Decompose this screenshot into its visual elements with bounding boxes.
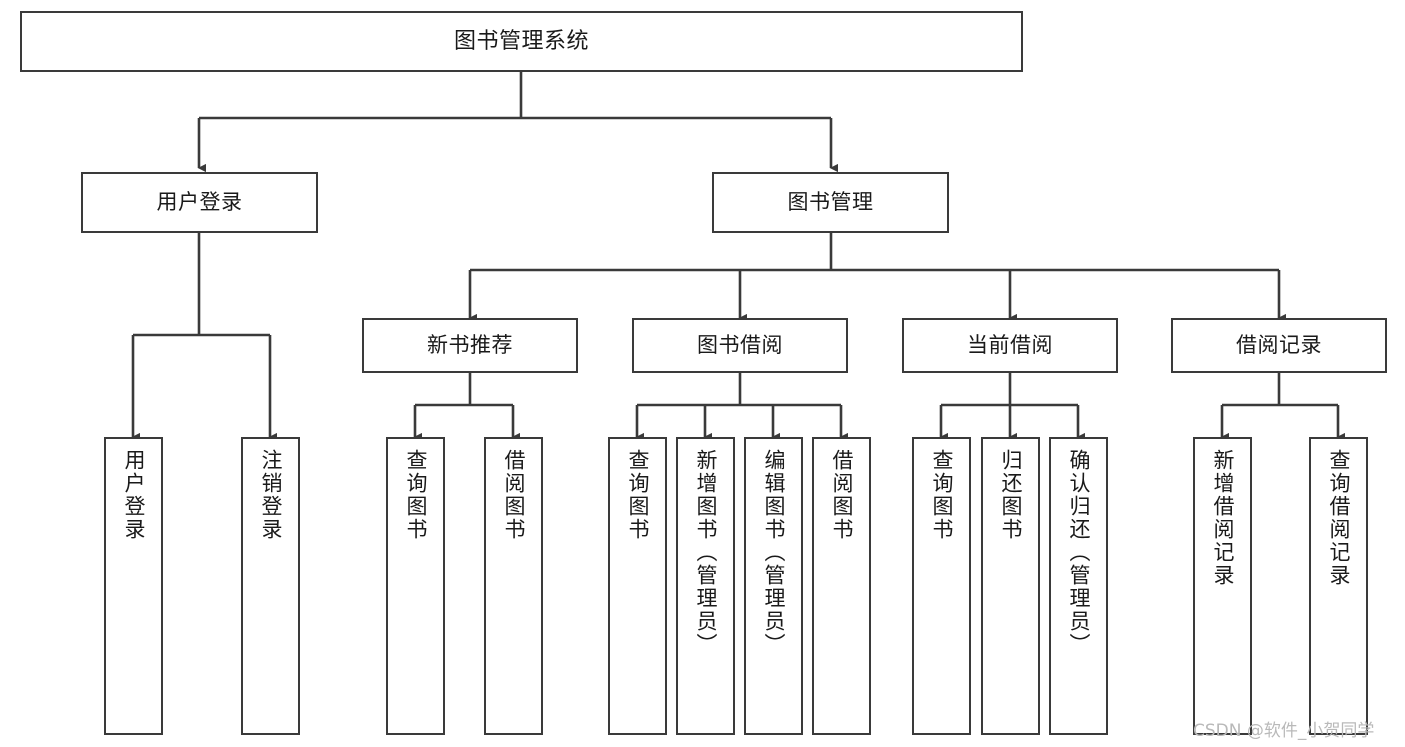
node-new-book-recommend[interactable]: 新书推荐	[362, 318, 578, 373]
node-root-library-system[interactable]: 图书管理系统	[20, 11, 1023, 72]
leaf-book-borrow-add[interactable]: 新增图书（管理员）	[676, 437, 735, 735]
leaf-book-borrow-edit[interactable]: 编辑图书（管理员）	[744, 437, 803, 735]
node-label: 新增借阅记录	[1211, 449, 1235, 587]
node-label: 编辑图书（管理员）	[762, 449, 786, 656]
leaf-borrow-record-add[interactable]: 新增借阅记录	[1193, 437, 1252, 735]
node-label: 查询图书	[626, 449, 650, 541]
node-label: 图书借阅	[697, 333, 783, 358]
node-book-borrow[interactable]: 图书借阅	[632, 318, 848, 373]
node-label: 当前借阅	[967, 333, 1053, 358]
node-label: 借阅图书	[502, 449, 526, 541]
leaf-new-book-borrow[interactable]: 借阅图书	[484, 437, 543, 735]
leaf-user-login-login[interactable]: 用户登录	[104, 437, 163, 735]
leaf-current-borrow-confirm-return[interactable]: 确认归还（管理员）	[1049, 437, 1108, 735]
leaf-user-login-logout[interactable]: 注销登录	[241, 437, 300, 735]
leaf-new-book-query[interactable]: 查询图书	[386, 437, 445, 735]
node-label: 确认归还（管理员）	[1067, 449, 1091, 656]
leaf-book-borrow-borrow[interactable]: 借阅图书	[812, 437, 871, 735]
leaf-current-borrow-return[interactable]: 归还图书	[981, 437, 1040, 735]
leaf-borrow-record-query[interactable]: 查询借阅记录	[1309, 437, 1368, 735]
node-label: 新书推荐	[427, 333, 513, 358]
node-label: 图书管理系统	[453, 28, 589, 54]
node-label: 借阅记录	[1236, 333, 1322, 358]
node-label: 查询借阅记录	[1327, 449, 1351, 587]
node-label: 借阅图书	[830, 449, 854, 541]
node-label: 查询图书	[404, 449, 428, 541]
node-current-borrow[interactable]: 当前借阅	[902, 318, 1118, 373]
leaf-current-borrow-query[interactable]: 查询图书	[912, 437, 971, 735]
node-label: 注销登录	[259, 449, 283, 541]
node-user-login[interactable]: 用户登录	[81, 172, 318, 233]
node-label: 归还图书	[999, 449, 1023, 541]
node-label: 新增图书（管理员）	[694, 449, 718, 656]
node-borrow-record[interactable]: 借阅记录	[1171, 318, 1387, 373]
node-label: 查询图书	[930, 449, 954, 541]
node-label: 用户登录	[156, 190, 243, 215]
node-label: 用户登录	[122, 449, 146, 541]
csdn-watermark: CSDN @软件_小贺同学	[1193, 721, 1375, 741]
node-book-management[interactable]: 图书管理	[712, 172, 949, 233]
leaf-book-borrow-query[interactable]: 查询图书	[608, 437, 667, 735]
node-label: 图书管理	[787, 190, 874, 215]
